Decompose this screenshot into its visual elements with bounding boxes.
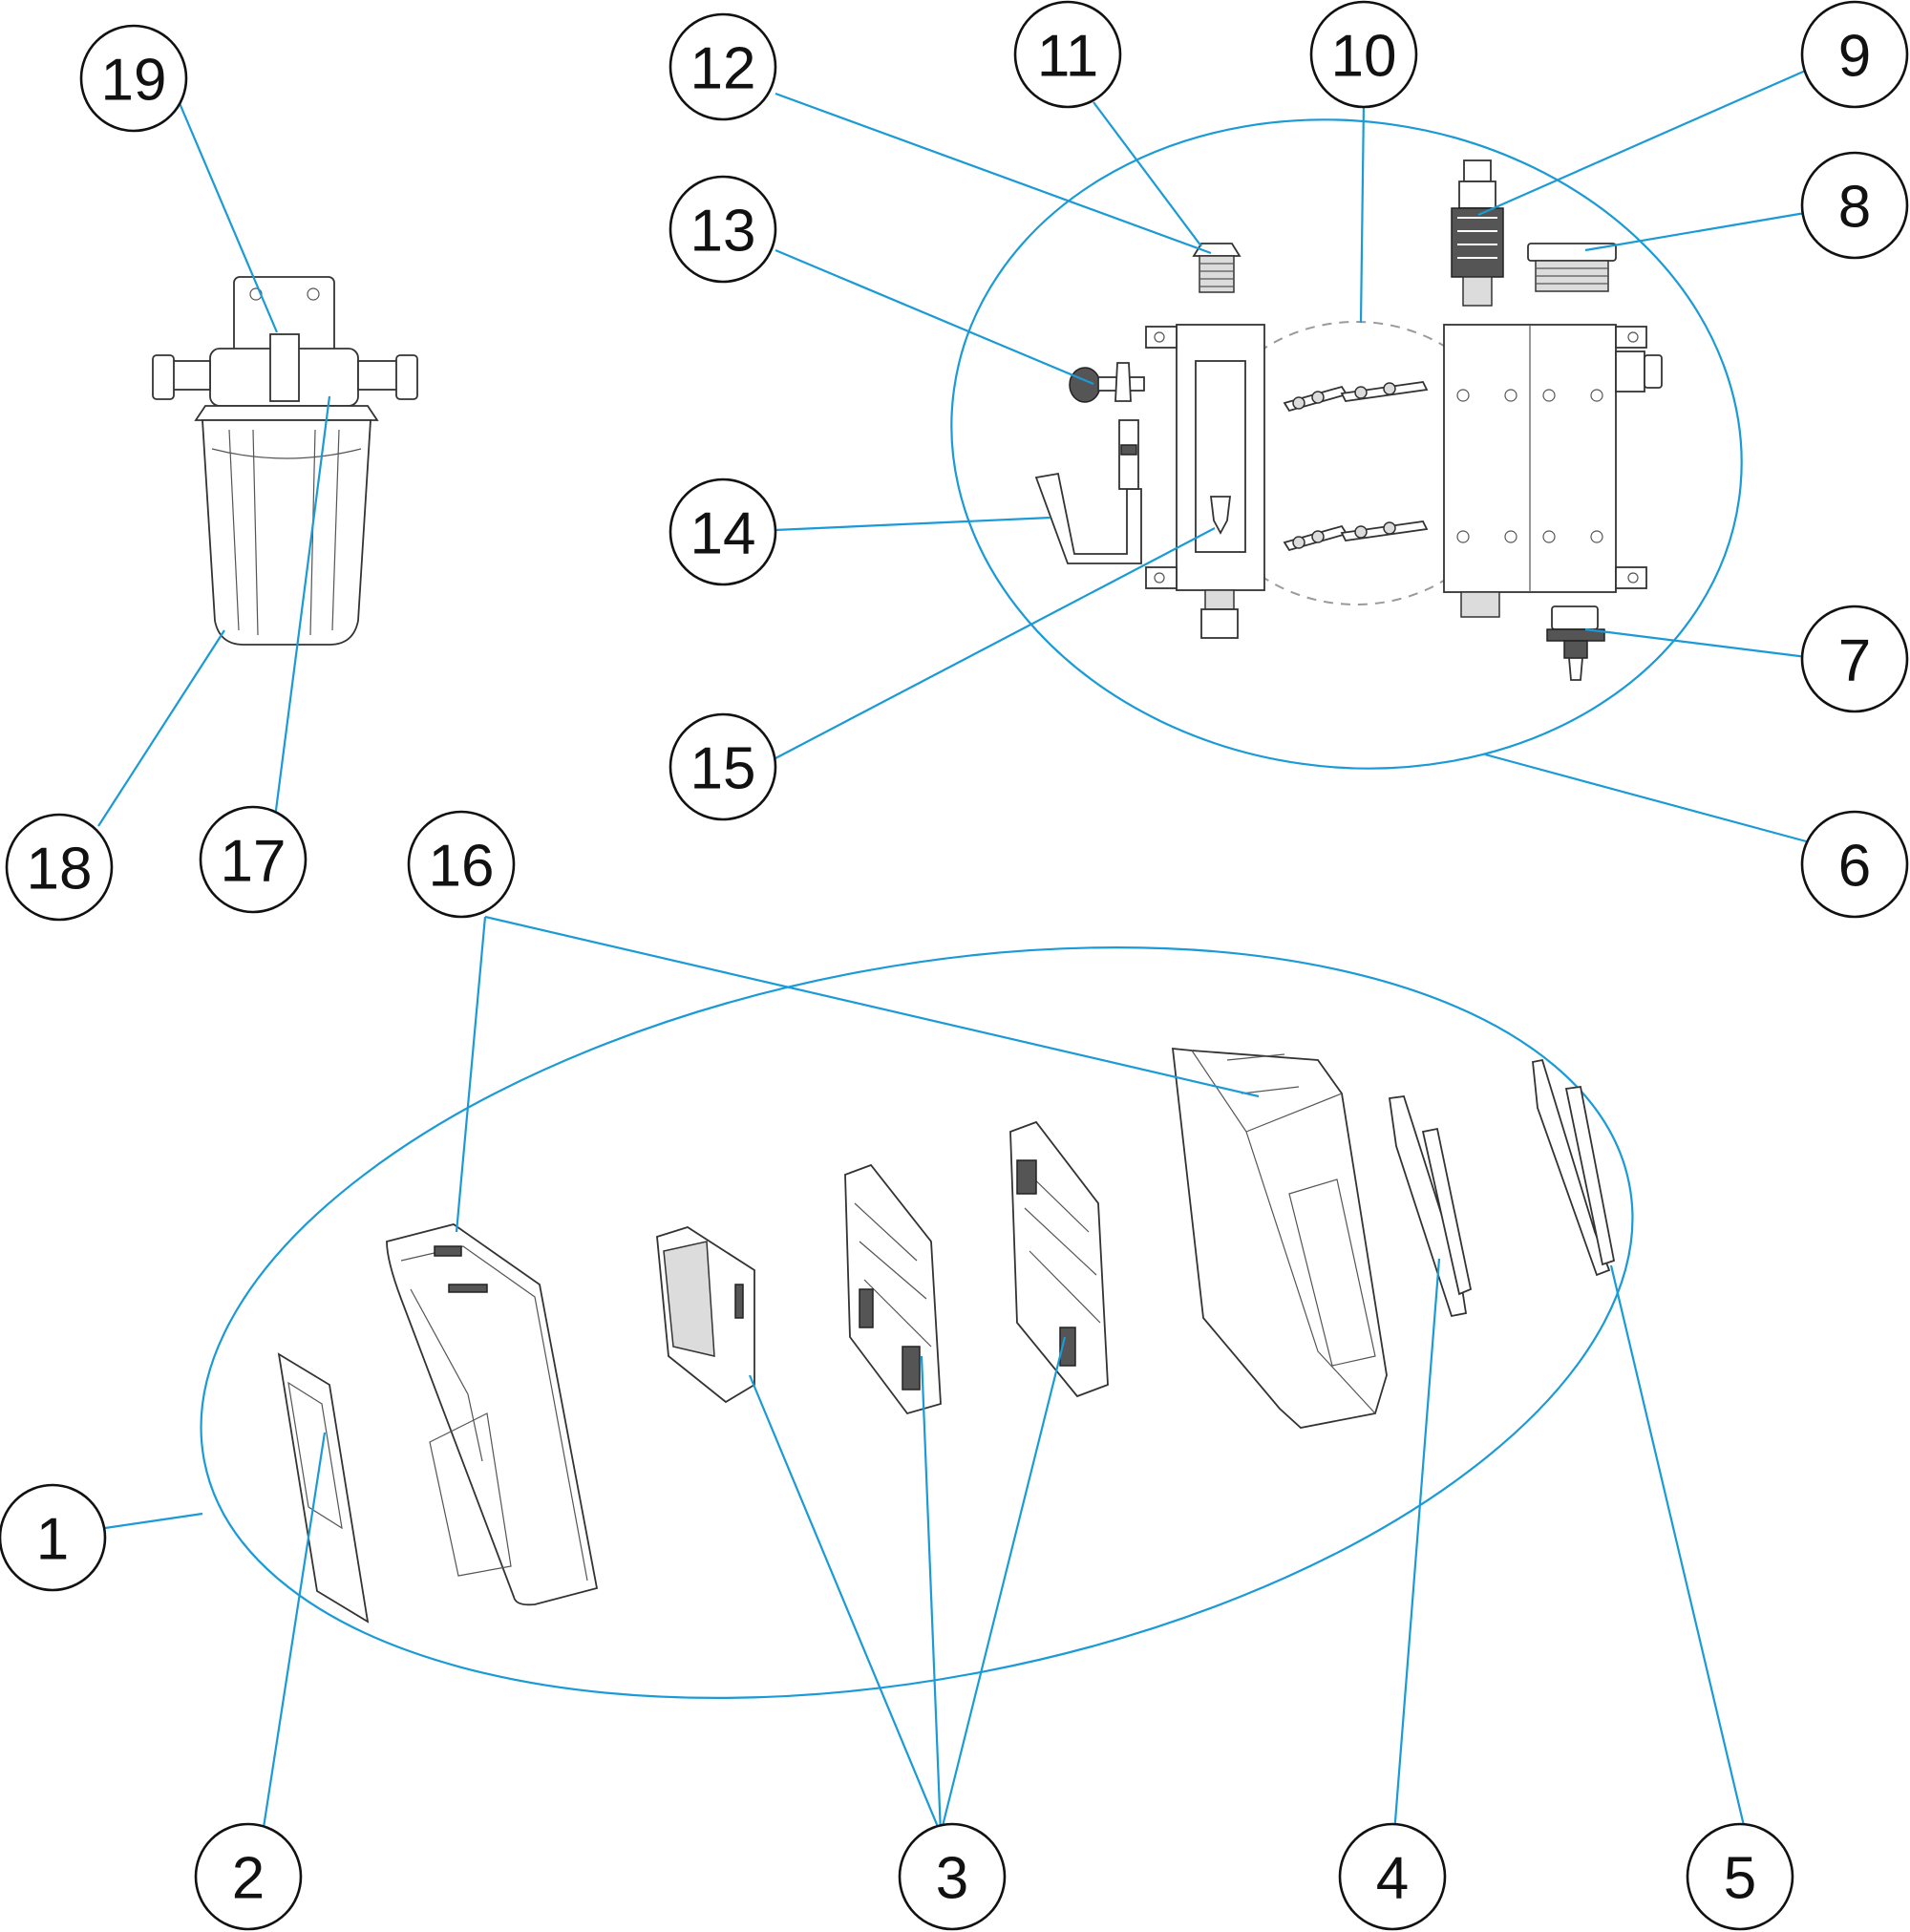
callout-18-label: 18: [27, 837, 93, 902]
callout-7-label: 7: [1838, 628, 1871, 694]
callout-14: 14: [668, 478, 777, 586]
cell-plug-part: [1192, 243, 1242, 293]
callout-8-label: 8: [1838, 175, 1871, 241]
drain-valve-part: [1069, 362, 1145, 403]
wall-bracket-part-b: [1532, 1058, 1616, 1277]
front-cover-part: [386, 1223, 599, 1606]
callout-15: 15: [668, 712, 777, 821]
cell-left-body: [1145, 324, 1265, 639]
flow-sensor-part: [1451, 159, 1504, 307]
wall-bracket-part-a: [1388, 1095, 1473, 1318]
callout-3: 3: [898, 1822, 1007, 1931]
callout-4-label: 4: [1376, 1846, 1409, 1912]
callout-10-label: 10: [1331, 24, 1397, 90]
front-gasket-part: [277, 1352, 370, 1624]
callout-1-label: 1: [36, 1507, 69, 1573]
rear-housing-part: [1171, 1047, 1388, 1429]
cell-assembly-group-ellipse: [950, 118, 1743, 770]
main-circuit-board-a: [844, 1163, 942, 1415]
callout-19: 19: [79, 24, 188, 133]
cell-union-part: [1527, 243, 1617, 292]
leader-lines: [97, 67, 1811, 1835]
callout-6-label: 6: [1838, 834, 1871, 900]
callout-15-label: 15: [690, 736, 756, 802]
callout-9: 9: [1800, 0, 1909, 109]
callout-9-label: 9: [1838, 24, 1871, 90]
callout-12: 12: [668, 12, 777, 121]
callout-2: 2: [194, 1822, 303, 1931]
callout-17: 17: [199, 805, 308, 914]
callout-13: 13: [668, 175, 777, 284]
callout-10: 10: [1309, 0, 1418, 109]
callout-2-label: 2: [232, 1846, 265, 1912]
water-filter-housing: [152, 276, 418, 646]
callout-18: 18: [5, 813, 114, 922]
display-circuit-board: [656, 1226, 755, 1404]
callout-4: 4: [1338, 1822, 1447, 1931]
callout-14-label: 14: [690, 501, 756, 567]
callout-8: 8: [1800, 151, 1909, 260]
callout-1: 1: [0, 1483, 107, 1592]
callout-11: 11: [1013, 0, 1122, 109]
callout-6: 6: [1800, 810, 1909, 919]
electrode-strips: [1283, 381, 1429, 552]
callout-13-label: 13: [690, 199, 756, 265]
callout-7: 7: [1800, 605, 1909, 713]
callout-16-label: 16: [429, 834, 495, 900]
control-unit-group-ellipse: [200, 945, 1634, 1700]
callout-5-label: 5: [1724, 1846, 1756, 1912]
callout-19-label: 19: [101, 48, 167, 114]
cell-right-body: [1443, 324, 1663, 618]
callout-17-label: 17: [221, 829, 286, 895]
mounting-bracket-part: [1034, 419, 1142, 564]
callout-5: 5: [1686, 1822, 1794, 1931]
callout-11-label: 11: [1037, 24, 1098, 90]
callout-3-label: 3: [936, 1846, 968, 1912]
callout-16: 16: [407, 810, 516, 919]
main-circuit-board-b: [1009, 1120, 1109, 1398]
callout-12-label: 12: [690, 36, 756, 102]
hose-fitting-part: [1546, 605, 1605, 681]
